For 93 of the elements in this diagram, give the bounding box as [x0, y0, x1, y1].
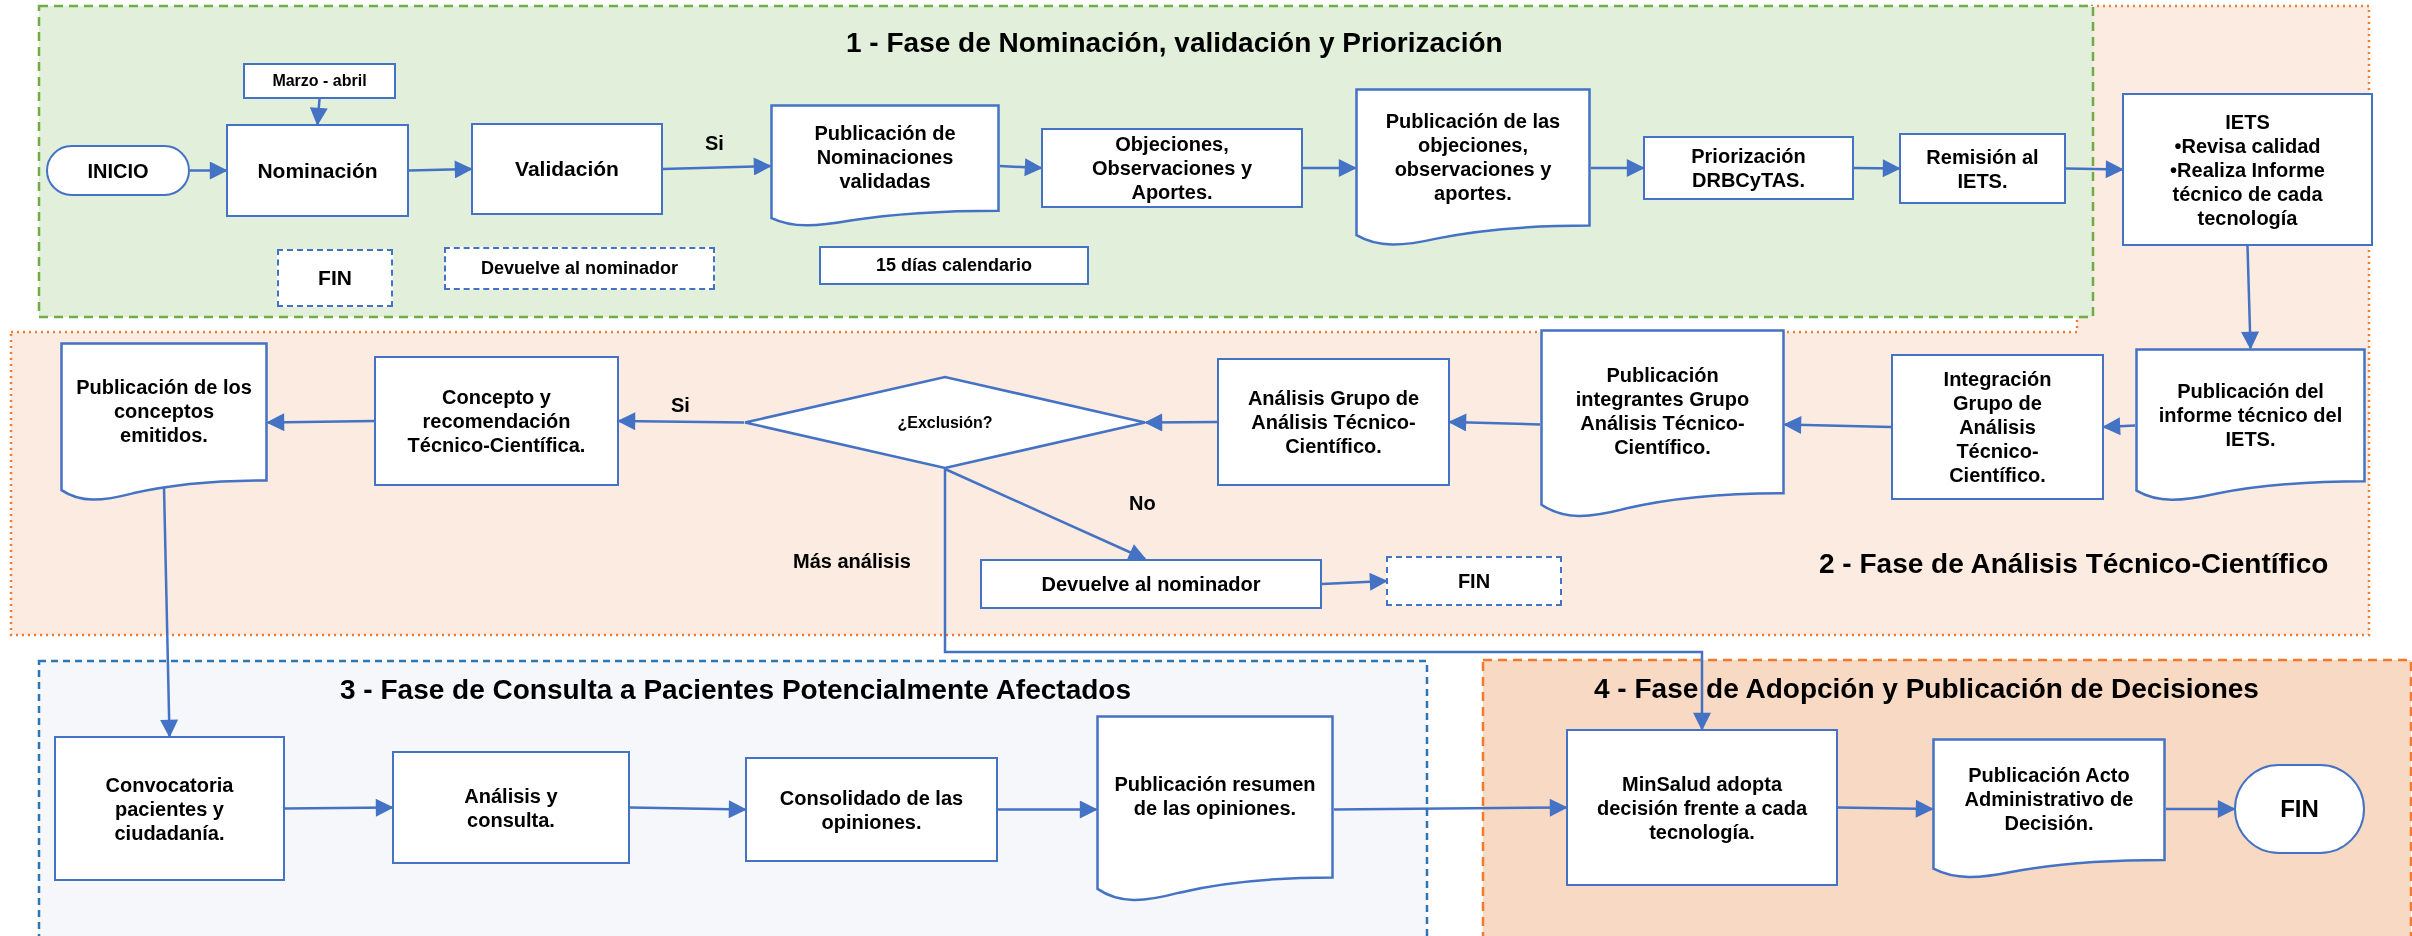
- node-text: Publicación resumen de las opiniones.: [1113, 772, 1317, 821]
- arrow: [999, 158, 1043, 177]
- arrow: [2241, 245, 2259, 350]
- arrow: [2166, 800, 2236, 818]
- document-shape: [1932, 738, 2166, 880]
- arrow: [1591, 159, 1645, 177]
- node-text: Consolidado de las opiniones.: [778, 785, 965, 834]
- arrow: [266, 413, 374, 432]
- node-text: Publicación de las objeciones, observaciones y aportes.: [1384, 108, 1562, 205]
- node-text: MinSalud adopta decisión frente a cada tecnología.: [1595, 771, 1809, 844]
- document-shape: [2135, 348, 2366, 503]
- arrow: [1144, 413, 1217, 432]
- arrow: [1854, 159, 1901, 178]
- phase-band: [38, 5, 2094, 318]
- node-text: Priorización DRBCyTAS.: [1690, 144, 1807, 192]
- node-text: INICIO: [87, 158, 149, 183]
- process-box: [374, 356, 619, 486]
- phase-title: 3 - Fase de Consulta a Pacientes Potencialmente Afectados: [340, 674, 1131, 706]
- node-text: Análisis Grupo de Análisis Técnico-Científico.: [1246, 386, 1421, 458]
- arrow: [1334, 798, 1568, 817]
- node-text: ¿Exclusión?: [897, 412, 993, 433]
- dashed-box: [1386, 556, 1562, 606]
- arrow: [617, 412, 744, 431]
- document-shape: [1540, 329, 1785, 520]
- decision-diamond: [744, 376, 1146, 469]
- node-text: Publicación integrantes Grupo Análisis Técnico-Científico.: [1574, 363, 1751, 460]
- phase-title: 4 - Fase de Adopción y Publicación de Decisiones: [1594, 673, 2259, 705]
- arrow: [408, 160, 473, 179]
- arrow: [1448, 413, 1541, 432]
- node-text: Publicación del informe técnico del IETS.: [2157, 378, 2344, 451]
- node-text: •Realiza Informe técnico de cada tecnología: [2169, 157, 2326, 230]
- node-text: Publicación de Nominaciones validadas: [813, 121, 957, 194]
- arrow: [2102, 417, 2136, 436]
- node-text: Publicación Acto Administrativo de Decisión.: [1963, 763, 2135, 836]
- process-box: [471, 123, 663, 215]
- document-shape: [1096, 715, 1334, 904]
- node-text: Análisis y consulta.: [463, 783, 559, 832]
- document-shape: [60, 342, 268, 503]
- process-box: [54, 736, 285, 881]
- arrow: [1303, 159, 1357, 177]
- arrow: [309, 98, 328, 126]
- dashed-box: [444, 247, 715, 290]
- node-text: Convocatoria pacientes y ciudadanía.: [104, 772, 235, 845]
- node-text: •Revisa calidad: [2174, 133, 2321, 158]
- phase-title: 1 - Fase de Nominación, validación y Priorización: [846, 27, 1503, 59]
- process-box: [1566, 729, 1838, 886]
- node-text: Remisión al IETS.: [1925, 144, 2040, 193]
- node-text: FIN: [2280, 794, 2319, 824]
- node-text: FIN: [318, 265, 352, 291]
- process-box: [745, 757, 998, 862]
- node-text: Nominación: [257, 157, 378, 184]
- node-text: Devuelve al nominador: [1041, 572, 1261, 596]
- process-box: [1217, 358, 1450, 486]
- phase-band: [38, 660, 1428, 936]
- node-text: IETS: [2225, 109, 2270, 134]
- arrow: [1837, 799, 1934, 818]
- arrow: [943, 469, 1711, 731]
- arrow: [998, 800, 1098, 819]
- process-box: [819, 246, 1089, 285]
- phase-band: [10, 5, 2370, 636]
- node-text: Objeciones, Observaciones y Aportes.: [1090, 132, 1254, 204]
- node-text: Validación: [515, 156, 619, 182]
- node-text: FIN: [1457, 569, 1491, 593]
- process-box: [980, 559, 1322, 609]
- arrow: [629, 800, 747, 819]
- node-text: Devuelve al nominador: [480, 257, 679, 280]
- document-shape: [1355, 88, 1591, 248]
- arrow: [1321, 572, 1388, 591]
- arrow: [160, 486, 179, 738]
- process-box: [243, 63, 396, 99]
- node-text: Marzo - abril: [272, 71, 367, 91]
- phase-band: [1482, 659, 2412, 936]
- node-text: Integración Grupo de Análisis Técnico-Científico.: [1942, 367, 2053, 487]
- dashed-box: [277, 249, 393, 307]
- terminal-shape: [46, 145, 190, 196]
- arrow: [190, 161, 228, 180]
- node-text: Concepto y recomendación Técnico-Científica.: [406, 385, 587, 457]
- process-box: [2122, 93, 2373, 246]
- document-shape: [770, 104, 1000, 228]
- process-box: [226, 124, 409, 217]
- arrow: [1783, 415, 1892, 434]
- node-text: Publicación de los conceptos emitidos.: [76, 375, 252, 448]
- phase-title: 2 - Fase de Análisis Técnico-Científico: [1819, 548, 2329, 580]
- arrow: [944, 467, 1147, 561]
- node-text: 15 días calendario: [875, 254, 1033, 277]
- process-box: [1891, 354, 2104, 500]
- arrow: [662, 157, 772, 176]
- process-box: [1643, 136, 1854, 200]
- process-box: [392, 751, 630, 864]
- process-box: [1041, 128, 1303, 208]
- arrow: [2065, 160, 2124, 179]
- process-box: [1899, 133, 2066, 204]
- arrow: [285, 798, 394, 817]
